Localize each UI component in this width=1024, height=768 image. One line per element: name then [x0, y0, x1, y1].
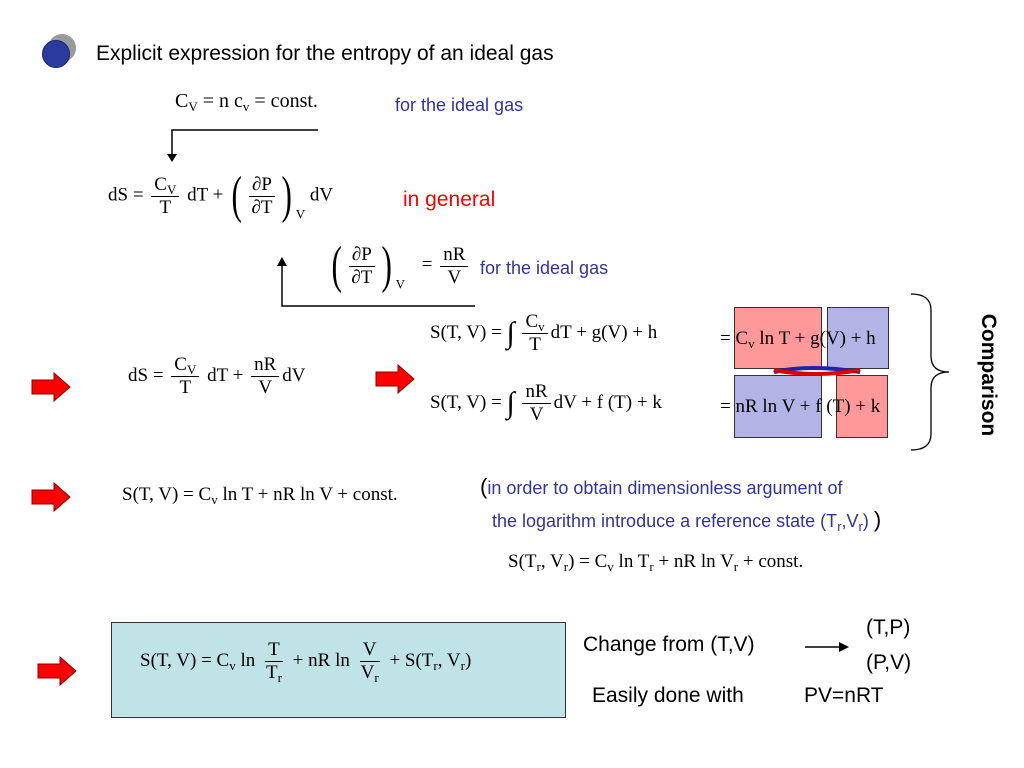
- red-arrow-icon: [375, 364, 415, 394]
- note-in-general: in general: [403, 188, 496, 211]
- comparison-link: [773, 366, 861, 376]
- box-gv: [827, 307, 889, 369]
- eq-s-result-t: = Cv ln T + g(V) + h: [720, 328, 876, 351]
- box-nr-lnv: [734, 375, 822, 438]
- target-pv: (P,V): [866, 651, 912, 674]
- comparison-brace: [910, 293, 950, 451]
- note-easily-done: Easily done with: [592, 684, 744, 707]
- bullet-icon-front: [42, 40, 70, 68]
- box-ft: [836, 375, 888, 438]
- note-change-from: Change from (T,V): [583, 633, 755, 656]
- red-arrow-icon: [31, 372, 71, 402]
- eq-s-result-v: = nR ln V + f (T) + k: [720, 396, 881, 417]
- final-equation-box: [111, 622, 566, 718]
- target-tp: (T,P): [866, 616, 911, 639]
- comparison-label: Comparison: [977, 313, 1000, 437]
- red-arrow-icon: [37, 656, 77, 686]
- eq-s-reference: S(Tr, Vr) = Cv ln Tr + nR ln Vr + const.: [508, 551, 804, 574]
- box-cv-lnt: [734, 307, 822, 369]
- page-title: Explicit expression for the entropy of a…: [96, 42, 554, 65]
- note-ideal-gas-2: for the ideal gas: [480, 258, 609, 278]
- eq-s-result: S(T, V) = Cv ln T + nR ln V + const.: [122, 484, 398, 507]
- note-dimensionless-line2: the logarithm introduce a reference stat…: [492, 507, 882, 534]
- note-ideal-gas-1: for the ideal gas: [395, 95, 524, 115]
- note-dimensionless-line1: (in order to obtain dimensionless argume…: [480, 474, 843, 499]
- connector-arrow-up: [277, 257, 475, 307]
- eq-cv-definition: CV = n cv = const.: [175, 90, 318, 114]
- arrow-right-icon: [805, 642, 849, 652]
- connector-arrow-down: [167, 129, 318, 162]
- note-pv-nrt: PV=nRT: [804, 684, 884, 707]
- red-arrow-icon: [31, 482, 71, 512]
